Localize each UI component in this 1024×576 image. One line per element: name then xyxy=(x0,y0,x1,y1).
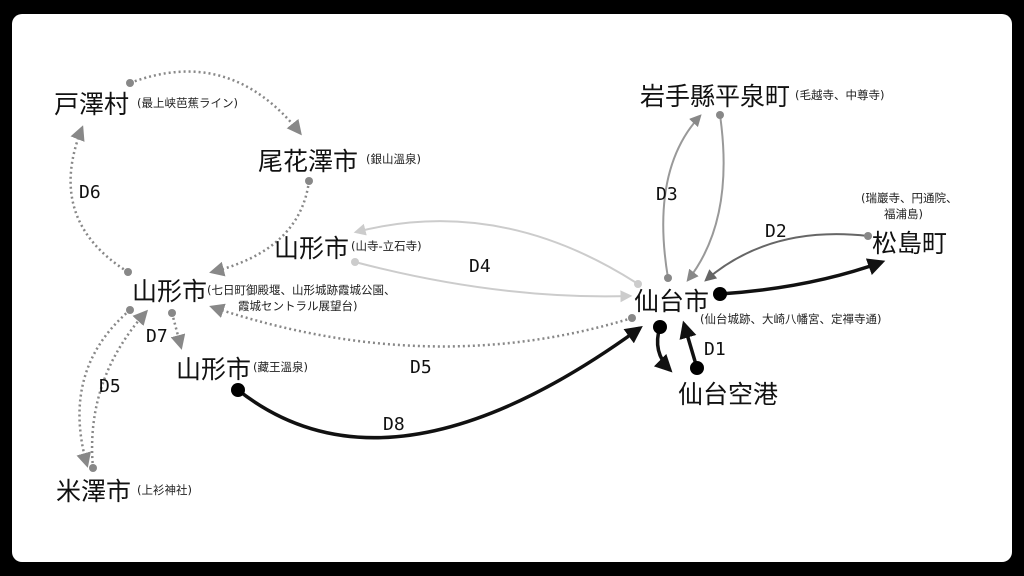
dot xyxy=(690,361,704,375)
day-label-d5-center: D5 xyxy=(410,357,432,378)
route-d3-hiraizumi-sendai xyxy=(686,114,725,282)
place-yonezawa: 米澤市 xyxy=(56,477,131,506)
place-yamagata-yamadera: 山形市 xyxy=(274,234,349,263)
route-d1-airport-sendai xyxy=(679,320,699,369)
route-d5-yamagata-yonezawa xyxy=(76,309,131,468)
place-matsushima: 松島町 xyxy=(872,229,947,258)
place-yamagata-yamadera-note: (山寺-立石寺) xyxy=(351,239,422,253)
dot xyxy=(864,232,872,240)
dot xyxy=(634,280,642,288)
day-label-d8: D8 xyxy=(383,414,405,435)
place-sendai-note: (仙台城跡、大崎八幡宮、定禪寺通) xyxy=(700,312,881,326)
place-hiraizumi-note: (毛越寺、中尊寺) xyxy=(795,88,884,102)
day-label-d4: D4 xyxy=(469,256,491,277)
place-yamagata-city-note-1: (七日町御殿堰、山形城跡霞城公園、 xyxy=(207,283,396,297)
place-obanazawa-note: (銀山溫泉) xyxy=(366,152,421,166)
canvas xyxy=(12,14,1012,562)
day-label-d2: D2 xyxy=(765,221,787,242)
route-d7-yamagata-zao xyxy=(170,312,186,350)
dot xyxy=(89,464,97,472)
place-yamagata-zao-note: (藏王溫泉) xyxy=(253,360,308,374)
place-yonezawa-note: (上衫神社) xyxy=(137,483,192,497)
dot xyxy=(351,258,359,266)
route-d4-yamadera-sendai xyxy=(354,261,633,303)
route-d4-sendai-yamadera xyxy=(353,220,639,285)
day-label-d5-left: D5 xyxy=(99,376,121,397)
dot xyxy=(305,177,313,185)
dot xyxy=(126,79,134,87)
route-d2-sendai-matsushima xyxy=(719,258,886,296)
route-d2-matsushima-sendai xyxy=(704,233,869,282)
place-hiraizumi: 岩手縣平泉町 xyxy=(640,82,790,111)
day-label-d6: D6 xyxy=(79,182,101,203)
route-d3-sendai-hiraizumi xyxy=(662,114,702,279)
place-yamagata-zao: 山形市 xyxy=(176,355,251,384)
dot xyxy=(126,306,134,314)
place-sendai: 仙台市 xyxy=(634,287,709,316)
place-yamagata-city: 山形市 xyxy=(132,277,207,306)
route-d6-tozawa-obanazawa xyxy=(129,70,302,136)
route-d5-yonezawa-yamagata xyxy=(90,309,149,469)
place-yamagata-city-note-2: 霞城セントラル展望台) xyxy=(238,299,358,313)
day-label-d7: D7 xyxy=(146,326,168,347)
dot xyxy=(231,383,245,397)
place-matsushima-note-2: 福浦島) xyxy=(884,207,923,221)
dot xyxy=(628,314,636,322)
route-d6-obanazawa-yamagata xyxy=(209,180,311,277)
route-d8-zao-sendai xyxy=(236,325,643,440)
place-obanazawa: 尾花澤市 xyxy=(258,147,358,176)
place-tozawa: 戸澤村 xyxy=(54,90,129,119)
dot xyxy=(664,274,672,282)
place-sendai-airport: 仙台空港 xyxy=(678,380,778,409)
route-d5-sendai-yamagata xyxy=(209,303,633,348)
dot xyxy=(653,320,667,334)
dot xyxy=(713,287,727,301)
day-label-d3: D3 xyxy=(656,184,678,205)
day-label-d1: D1 xyxy=(704,339,726,360)
dot xyxy=(716,111,724,119)
place-tozawa-note: (最上峡芭蕉ライン) xyxy=(137,96,238,110)
dot xyxy=(168,309,176,317)
place-matsushima-note-1: (瑞巖寺、円通院、 xyxy=(861,191,958,205)
dot xyxy=(124,268,132,276)
